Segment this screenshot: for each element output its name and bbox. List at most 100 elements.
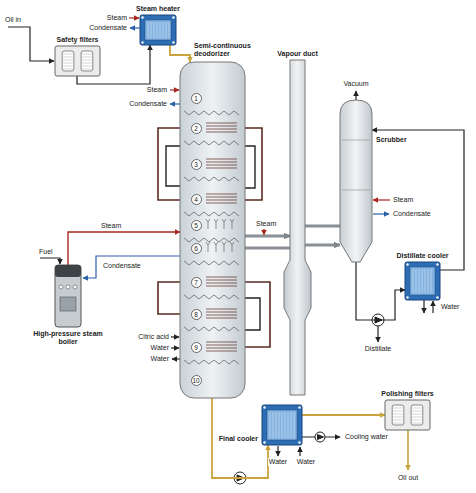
condensate-pipe (373, 213, 389, 214)
stream-label: Steam (106, 14, 128, 22)
heat-exchanger: Distillate cooler (405, 262, 440, 300)
pipe-connector (68, 232, 180, 265)
callout-number: 3 (191, 159, 202, 170)
deodorizer-column-outline (180, 62, 245, 398)
vacuum-pipe (355, 91, 356, 100)
stream-label: Water (150, 355, 170, 363)
callout-number: 7 (191, 277, 202, 288)
heat-exchanger: Final cooler (262, 405, 302, 445)
pipe-connector (356, 262, 405, 320)
steam-pipe (373, 199, 390, 200)
stream-label: Water (296, 458, 316, 466)
stream-label: Condensate (102, 262, 142, 270)
stream-label: Steam (146, 86, 168, 94)
heat-exchanger: Steam heater (140, 15, 176, 45)
steam-pipe (129, 17, 139, 18)
stream-label: Steam (255, 220, 277, 228)
callout-number: 9 (191, 342, 202, 353)
condensate-pipe (170, 103, 180, 104)
equipment-label: Polishing filters (381, 390, 434, 398)
stream-label: Citric acid (137, 333, 170, 341)
filter-unit: Safety filters (55, 46, 100, 76)
stream-label: Distillate (364, 345, 392, 353)
callout-number: 6 (191, 243, 202, 254)
water-pipe (299, 447, 300, 456)
steam-pipe (170, 89, 179, 90)
oil-pipe (8, 27, 54, 61)
stream-label: Condensate (392, 210, 432, 218)
condensate-pipe (130, 27, 140, 28)
pipe-connector (170, 45, 190, 62)
pipe-connector (212, 398, 268, 478)
callout-number: 1 (191, 93, 202, 104)
distillate-pipe (377, 326, 378, 342)
vapour-duct-outline (290, 60, 305, 395)
stream-label: Water (150, 344, 170, 352)
equipment-label: Vapour duct (277, 50, 317, 58)
heat-exchanger-outline (262, 405, 302, 445)
heat-recovery-loop (158, 128, 180, 200)
equipment-label: Semi-continuous deodorizer (194, 42, 270, 58)
equipment-label: Steam heater (136, 5, 180, 13)
heat-recovery-loop (158, 282, 180, 314)
pipe-connector (77, 45, 150, 84)
pipe-connector (302, 414, 385, 416)
stream-label: Condensate (128, 100, 168, 108)
scrubber-vessel-outline (340, 100, 372, 262)
pump-symbol (315, 432, 325, 442)
vapour-pipe (245, 247, 290, 250)
stream-label: Steam (392, 196, 414, 204)
heat-recovery-loop (166, 146, 180, 186)
heat-recovery-loop (245, 146, 255, 188)
heat-recovery-loop (245, 298, 260, 330)
filter-unit: Polishing filters (385, 400, 430, 430)
pump-symbol (318, 435, 324, 440)
equipment-label: Scrubber (376, 136, 407, 144)
stream-label: Water (440, 303, 460, 311)
pipe-connector (245, 235, 290, 238)
callout-number: 8 (191, 309, 202, 320)
callout-number: 2 (191, 123, 202, 134)
pipe-connector (305, 244, 340, 247)
water-pipe (171, 347, 179, 348)
dosing-pipe (171, 336, 179, 337)
heat-recovery-loop (245, 282, 270, 347)
stream-label: Cooling water (344, 433, 389, 441)
fuel-pipe (40, 258, 60, 264)
steam-boiler: High-pressure steam boiler (55, 265, 81, 327)
vapour-duct: Vapour duct (290, 60, 305, 395)
stream-label: Oil in (4, 16, 22, 24)
equipment-label: Distillate cooler (396, 252, 448, 260)
callout-number: 10 (191, 375, 202, 386)
equipment-label: Safety filters (56, 36, 98, 44)
heat-recovery-loop (245, 128, 262, 200)
water-pipe (432, 301, 433, 313)
heat-exchanger-outline (140, 15, 176, 45)
water-pipe (172, 358, 180, 359)
stream-label: Vacuum (342, 80, 369, 88)
condensate-pipe (83, 256, 180, 278)
deodorizer-column: Semi-continuous deodorizer (180, 62, 245, 398)
steam-boiler-outline (55, 265, 81, 327)
oil-pipe (407, 430, 409, 470)
equipment-label: High-pressure steam boiler (28, 330, 108, 346)
stream-label: Fuel (38, 248, 54, 256)
scrubber-vessel: Scrubber (340, 100, 372, 262)
equipment-label: Final cooler (219, 435, 258, 443)
vapour-pipe (305, 225, 340, 228)
stream-label: Condensate (88, 24, 128, 32)
water-pipe (277, 446, 278, 456)
filter-unit-outline (385, 400, 430, 430)
steam-pipe (263, 229, 264, 235)
callout-number: 5 (191, 220, 202, 231)
stream-label: Water (268, 458, 288, 466)
heat-exchanger-outline (405, 262, 440, 300)
stream-label: Steam (100, 222, 122, 230)
filter-unit-outline (55, 46, 100, 76)
callout-number: 4 (191, 194, 202, 205)
water-pipe (423, 300, 424, 313)
pipe-connector (372, 130, 464, 270)
stream-label: Oil out (397, 474, 419, 482)
